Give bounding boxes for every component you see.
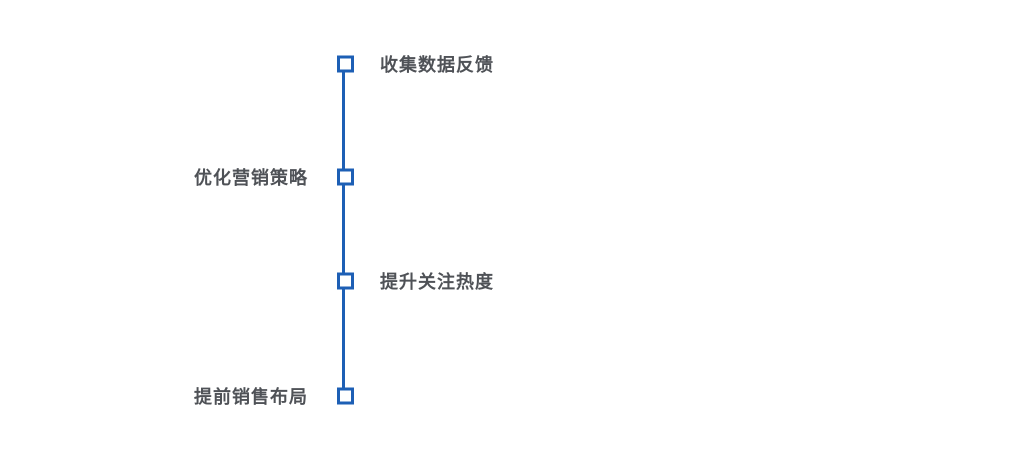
timeline-node-1 <box>337 55 354 73</box>
timeline-label-4: 提前销售布局 <box>194 387 308 407</box>
timeline-label-3: 提升关注热度 <box>380 272 494 292</box>
timeline-node-2 <box>337 168 354 186</box>
timeline-label-2: 优化营销策略 <box>194 168 308 188</box>
timeline-node-3 <box>337 272 354 290</box>
timeline-label-1: 收集数据反馈 <box>380 55 494 75</box>
timeline-node-4 <box>337 387 354 405</box>
timeline-axis-line <box>342 64 345 396</box>
